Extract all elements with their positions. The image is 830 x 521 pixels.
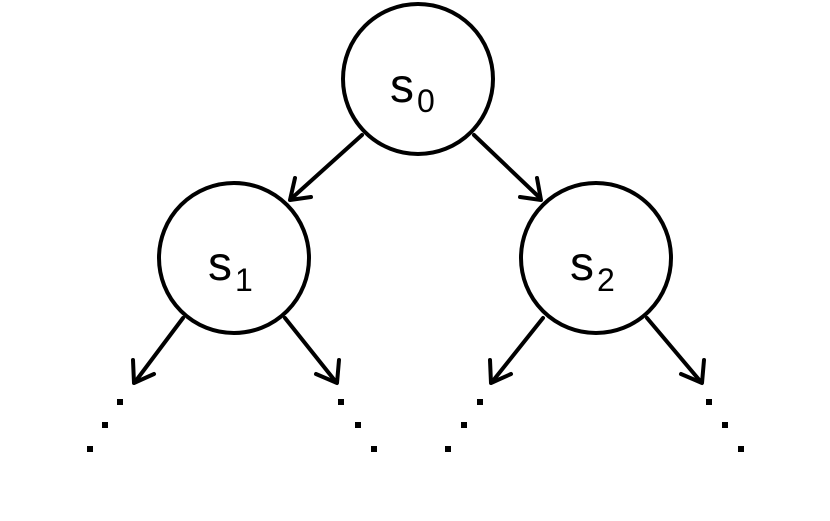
node-s0-subscript: 0 <box>417 83 435 119</box>
node-s1: s 1 <box>157 181 311 335</box>
edge-s1-right <box>283 316 341 385</box>
ellipsis-s2-right <box>706 399 744 452</box>
node-s1-circle <box>157 181 311 335</box>
node-s0-label: s <box>390 60 414 113</box>
node-s2-label: s <box>570 238 594 291</box>
edge-s2-right <box>645 316 706 385</box>
node-s2: s 2 <box>519 181 673 335</box>
ellipsis-s2-left <box>445 399 483 452</box>
edge-s2-left <box>488 316 545 385</box>
node-s0: s 0 <box>341 2 495 156</box>
edge-s0-s2 <box>472 133 543 202</box>
edge-s0-s1 <box>288 133 364 202</box>
ellipsis-s1-left <box>87 399 123 452</box>
node-s1-label: s <box>208 238 232 291</box>
node-s2-circle <box>519 181 673 335</box>
node-s0-circle <box>341 2 495 156</box>
ellipsis-s1-right <box>338 399 377 452</box>
node-s2-subscript: 2 <box>597 262 615 298</box>
node-s1-subscript: 1 <box>235 262 253 298</box>
edge-s1-left <box>131 316 185 385</box>
